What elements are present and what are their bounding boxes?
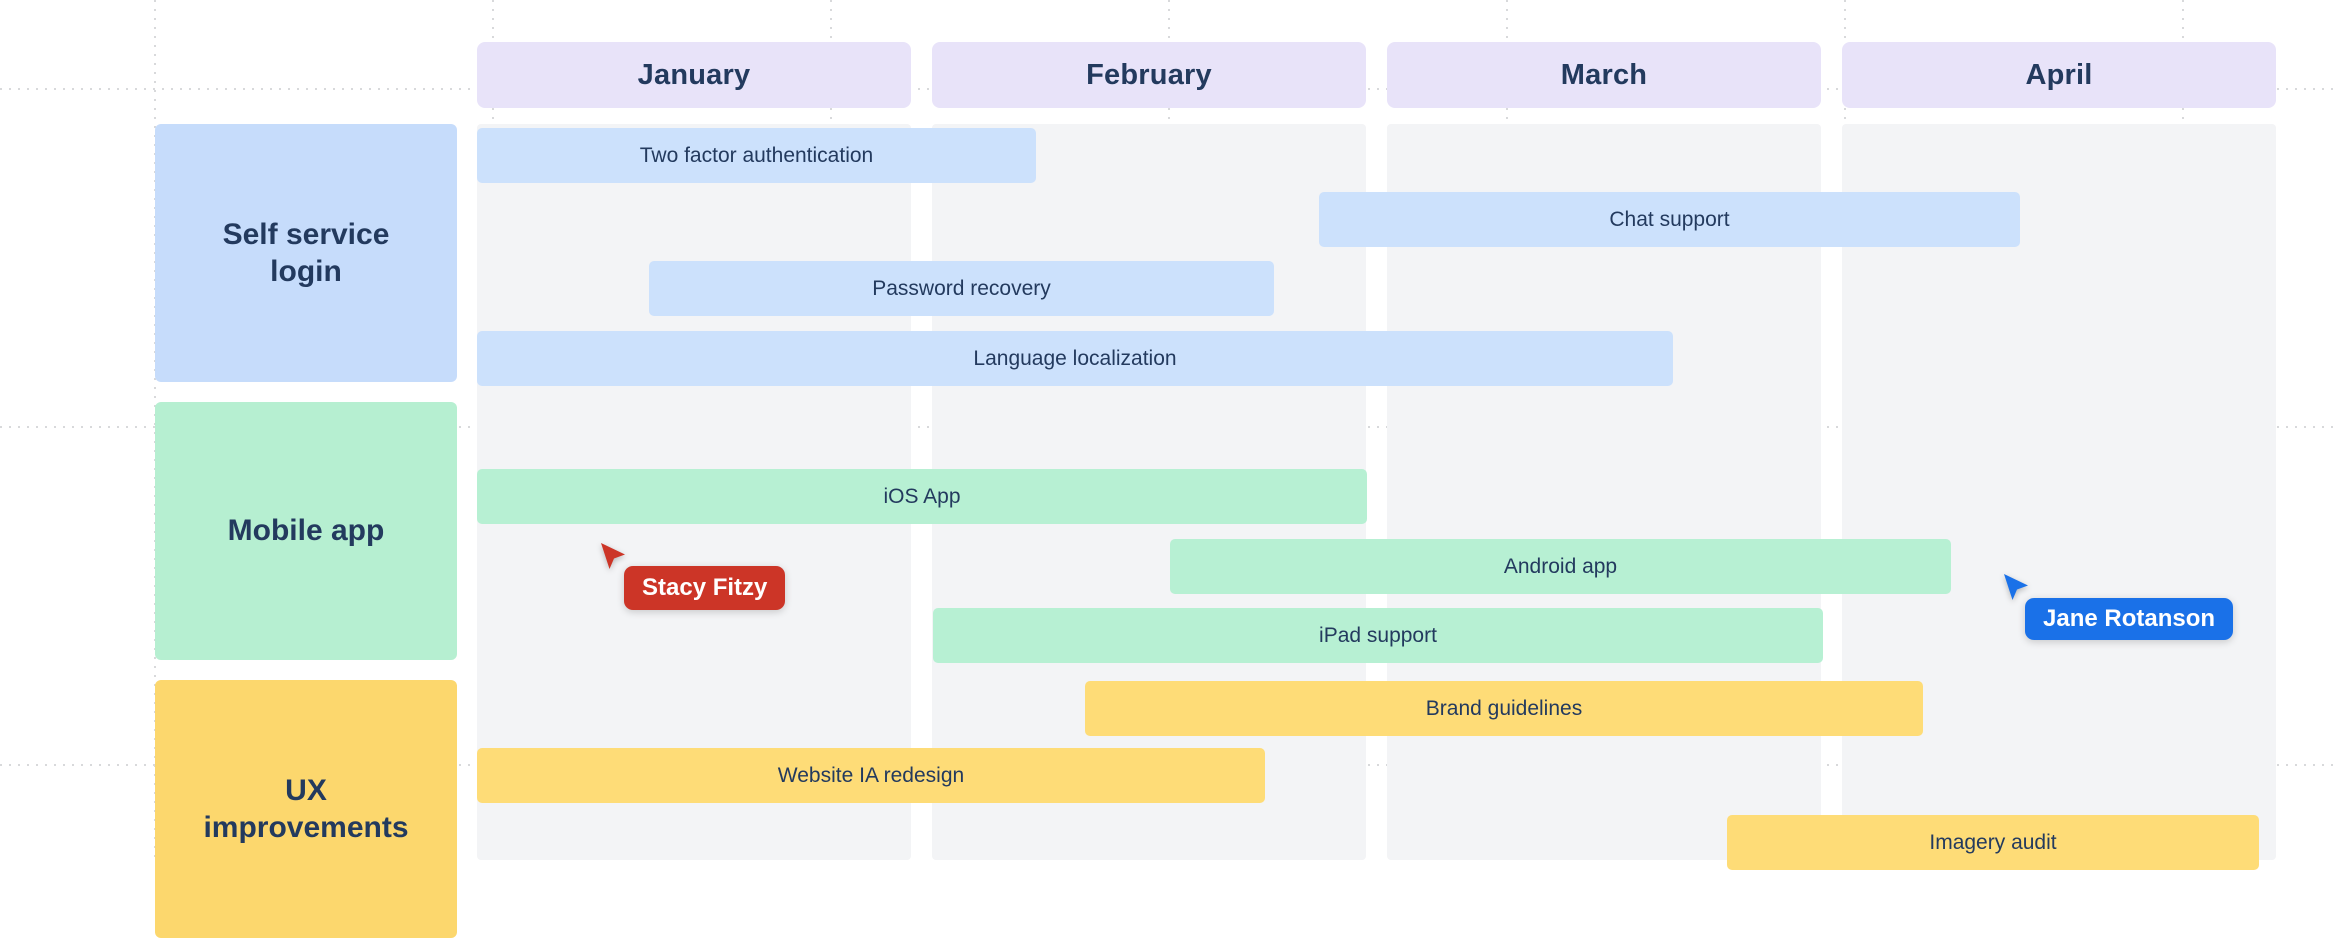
- task-label: Imagery audit: [1929, 830, 2057, 854]
- category-self-service-login[interactable]: Self service login: [155, 124, 457, 382]
- cursor-pointer-icon: [2004, 574, 2028, 600]
- task-label: iOS App: [883, 484, 961, 508]
- month-header-april[interactable]: April: [1842, 42, 2276, 108]
- category-label: Mobile app: [227, 514, 385, 548]
- user-cursor-stacy-fitzy: Stacy Fitzy: [598, 542, 786, 610]
- cursor-pointer-icon: [601, 543, 625, 569]
- month-header-march[interactable]: March: [1387, 42, 1821, 108]
- task-bar-website-ia-redesign[interactable]: Website IA redesign: [477, 748, 1265, 803]
- task-bar-brand-guidelines[interactable]: Brand guidelines: [1085, 681, 1923, 736]
- category-mobile-app[interactable]: Mobile app: [155, 402, 457, 660]
- task-bar-chat-support[interactable]: Chat support: [1319, 192, 2020, 247]
- task-bar-ios-app[interactable]: iOS App: [477, 469, 1367, 524]
- category-label: Self service login: [222, 217, 390, 289]
- month-label: January: [637, 58, 751, 91]
- month-label: March: [1560, 58, 1648, 91]
- task-bar-imagery-audit[interactable]: Imagery audit: [1727, 815, 2259, 870]
- month-label: February: [1086, 58, 1212, 91]
- task-label: Chat support: [1609, 207, 1730, 231]
- task-label: Password recovery: [872, 276, 1051, 300]
- task-bar-password-recovery[interactable]: Password recovery: [649, 261, 1274, 316]
- category-label: UX improvements: [203, 773, 409, 845]
- cursor-name-badge: Stacy Fitzy: [624, 566, 786, 610]
- cursor-name-badge: Jane Rotanson: [2025, 598, 2234, 640]
- month-header-january[interactable]: January: [477, 42, 911, 108]
- task-bar-android-app[interactable]: Android app: [1170, 539, 1951, 594]
- category-ux-improvements[interactable]: UX improvements: [155, 680, 457, 938]
- task-bar-two-factor-authentication[interactable]: Two factor authentication: [477, 128, 1036, 183]
- task-label: Brand guidelines: [1425, 696, 1583, 720]
- task-bar-language-localization[interactable]: Language localization: [477, 331, 1673, 386]
- task-label: Language localization: [973, 346, 1177, 370]
- user-cursor-jane-rotanson: Jane Rotanson: [2001, 573, 2234, 640]
- task-label: Website IA redesign: [777, 763, 965, 787]
- task-label: Android app: [1503, 554, 1618, 578]
- task-bar-ipad-support[interactable]: iPad support: [933, 608, 1823, 663]
- task-label: Two factor authentication: [639, 143, 874, 167]
- month-label: April: [2025, 58, 2093, 91]
- month-header-february[interactable]: February: [932, 42, 1366, 108]
- task-label: iPad support: [1319, 623, 1437, 647]
